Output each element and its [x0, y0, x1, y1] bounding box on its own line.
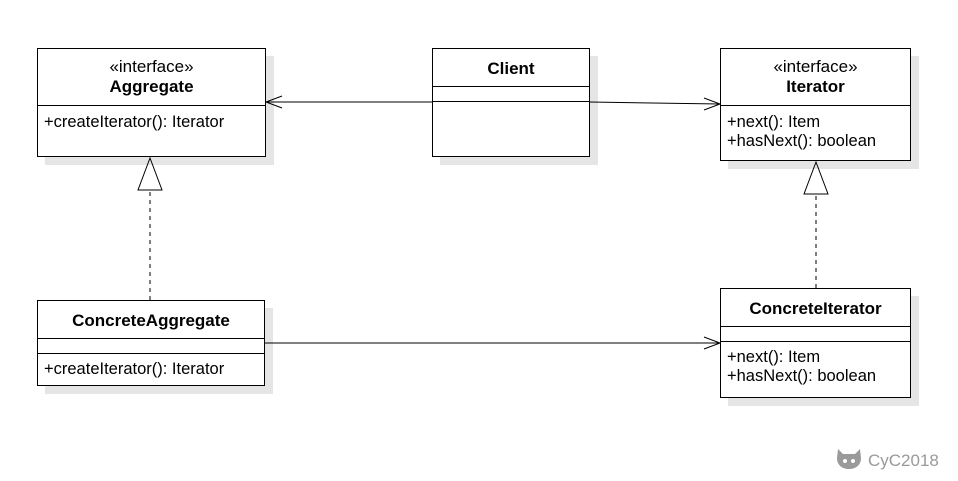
concrete-aggregate-header: ConcreteAggregate: [38, 301, 264, 339]
iterator-stereotype: «interface»: [773, 57, 858, 76]
concrete-iterator-name: ConcreteIterator: [749, 299, 882, 318]
concrete-iterator-method-hasnext: +hasNext(): boolean: [727, 367, 877, 385]
concrete-iterator-attributes: [721, 327, 910, 341]
concrete-iterator-methods: +next(): Item +hasNext(): boolean: [721, 341, 910, 386]
aggregate-method: +createIterator(): Iterator: [44, 113, 225, 131]
concrete-aggregate-attributes: [38, 339, 264, 353]
iterator-name: Iterator: [786, 77, 845, 96]
watermark: CyC2018: [835, 447, 939, 476]
iterator-method-hasnext: +hasNext(): boolean: [727, 132, 877, 150]
concrete-iterator-class-box[interactable]: ConcreteIterator +next(): Item +hasNext(…: [720, 288, 911, 398]
aggregate-stereotype: «interface»: [109, 57, 194, 76]
client-methods: [433, 101, 589, 156]
concrete-aggregate-name: ConcreteAggregate: [72, 311, 230, 330]
aggregate-name: Aggregate: [109, 77, 194, 96]
client-to-aggregate-association: [264, 95, 432, 109]
concrete-aggregate-to-concrete-iterator-association: [264, 336, 722, 350]
client-to-iterator-association: [589, 97, 722, 111]
concrete-iterator-realization: [803, 160, 829, 288]
aggregate-methods: +createIterator(): Iterator: [38, 106, 265, 132]
concrete-iterator-header: ConcreteIterator: [721, 289, 910, 327]
concrete-iterator-method-next: +next(): Item: [727, 348, 821, 366]
iterator-header: «interface» Iterator: [721, 49, 910, 106]
concrete-aggregate-methods: +createIterator(): Iterator: [38, 353, 264, 379]
aggregate-interface-box[interactable]: «interface» Aggregate +createIterator():…: [37, 48, 266, 157]
github-octocat-icon: [835, 447, 863, 476]
concrete-aggregate-method: +createIterator(): Iterator: [44, 360, 225, 378]
client-class-box[interactable]: Client: [432, 48, 590, 157]
iterator-methods: +next(): Item +hasNext(): boolean: [721, 106, 910, 151]
aggregate-header: «interface» Aggregate: [38, 49, 265, 106]
client-header: Client: [433, 49, 589, 87]
watermark-text: CyC2018: [868, 451, 939, 470]
concrete-aggregate-realization: [137, 156, 163, 300]
iterator-interface-box[interactable]: «interface» Iterator +next(): Item +hasN…: [720, 48, 911, 161]
client-name: Client: [487, 59, 535, 78]
client-attributes: [433, 87, 589, 101]
iterator-method-next: +next(): Item: [727, 113, 821, 131]
concrete-aggregate-class-box[interactable]: ConcreteAggregate +createIterator(): Ite…: [37, 300, 265, 386]
